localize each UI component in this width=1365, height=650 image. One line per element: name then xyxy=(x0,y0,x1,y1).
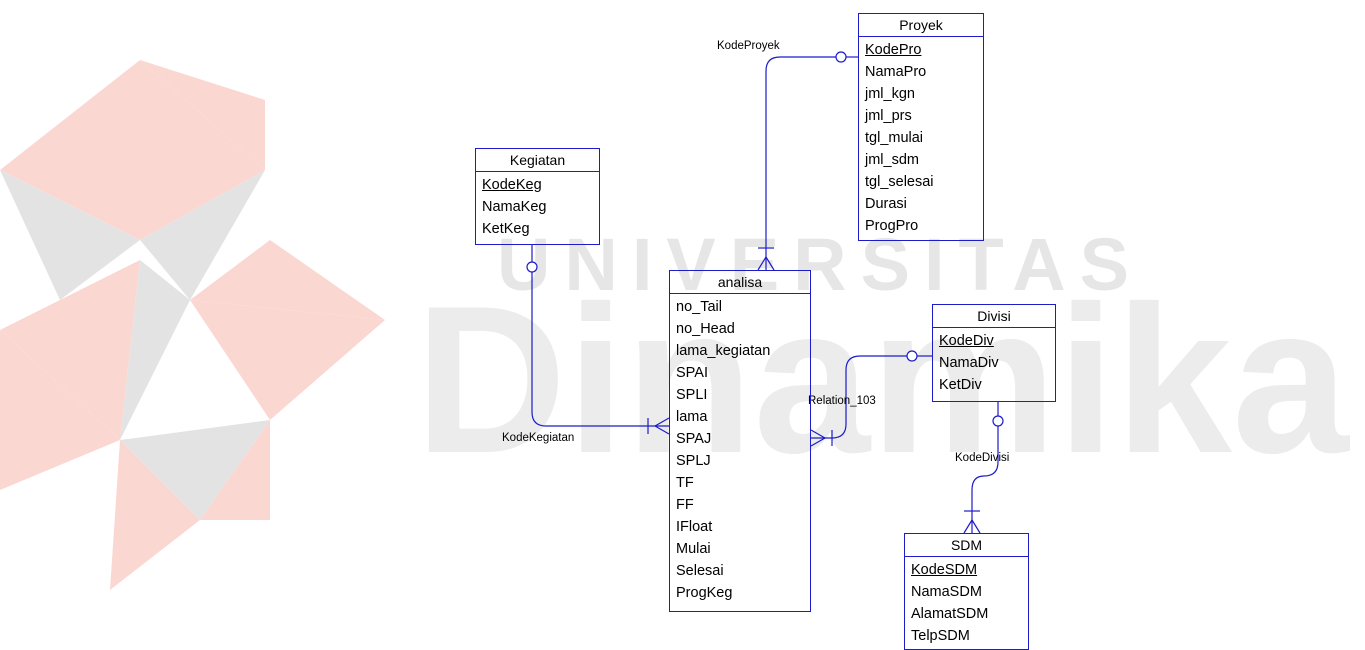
attribute: IFloat xyxy=(676,516,810,538)
attribute: NamaPro xyxy=(865,61,983,83)
entity-title: Proyek xyxy=(859,14,983,37)
relation-kodekegiatan-line xyxy=(527,245,669,434)
attribute: jml_kgn xyxy=(865,83,983,105)
attribute: KetDiv xyxy=(939,374,1055,396)
attribute: lama xyxy=(676,406,810,428)
attribute: TelpSDM xyxy=(911,625,1028,647)
attribute: NamaKeg xyxy=(482,196,599,218)
relation-kodeproyek-line xyxy=(758,52,858,270)
primary-key-attribute: KodePro xyxy=(865,39,983,61)
primary-key-attribute: KodeKeg xyxy=(482,174,599,196)
attribute: KetKeg xyxy=(482,218,599,240)
attribute: jml_sdm xyxy=(865,149,983,171)
relation-label-kodekegiatan: KodeKegiatan xyxy=(502,432,574,444)
entity-title: Divisi xyxy=(933,305,1055,328)
attribute: no_Tail xyxy=(676,296,810,318)
attribute: lama_kegiatan xyxy=(676,340,810,362)
attribute: Mulai xyxy=(676,538,810,560)
attribute: SPAI xyxy=(676,362,810,384)
relation-label-kodedivisi: KodeDivisi xyxy=(955,452,1009,464)
entity-title: SDM xyxy=(905,534,1028,557)
relation-label-kodeproyek: KodeProyek xyxy=(717,40,780,52)
primary-key-attribute: KodeSDM xyxy=(911,559,1028,581)
attribute: ProgPro xyxy=(865,215,983,237)
attribute: Durasi xyxy=(865,193,983,215)
attribute: AlamatSDM xyxy=(911,603,1028,625)
primary-key-attribute: KodeDiv xyxy=(939,330,1055,352)
entity-title: Kegiatan xyxy=(476,149,599,172)
attribute: Selesai xyxy=(676,560,810,582)
attribute: jml_prs xyxy=(865,105,983,127)
attribute: tgl_selesai xyxy=(865,171,983,193)
attribute: no_Head xyxy=(676,318,810,340)
attribute: tgl_mulai xyxy=(865,127,983,149)
entity-title: analisa xyxy=(670,271,810,294)
relation-kodedivisi-line xyxy=(964,402,1003,533)
attribute: TF xyxy=(676,472,810,494)
attribute: ProgKeg xyxy=(676,582,810,604)
attribute: SPLJ xyxy=(676,450,810,472)
attribute: FF xyxy=(676,494,810,516)
attribute: SPLI xyxy=(676,384,810,406)
relation-label-relation-103: Relation_103 xyxy=(808,395,876,407)
attribute: NamaDiv xyxy=(939,352,1055,374)
attribute: NamaSDM xyxy=(911,581,1028,603)
attribute: SPAJ xyxy=(676,428,810,450)
